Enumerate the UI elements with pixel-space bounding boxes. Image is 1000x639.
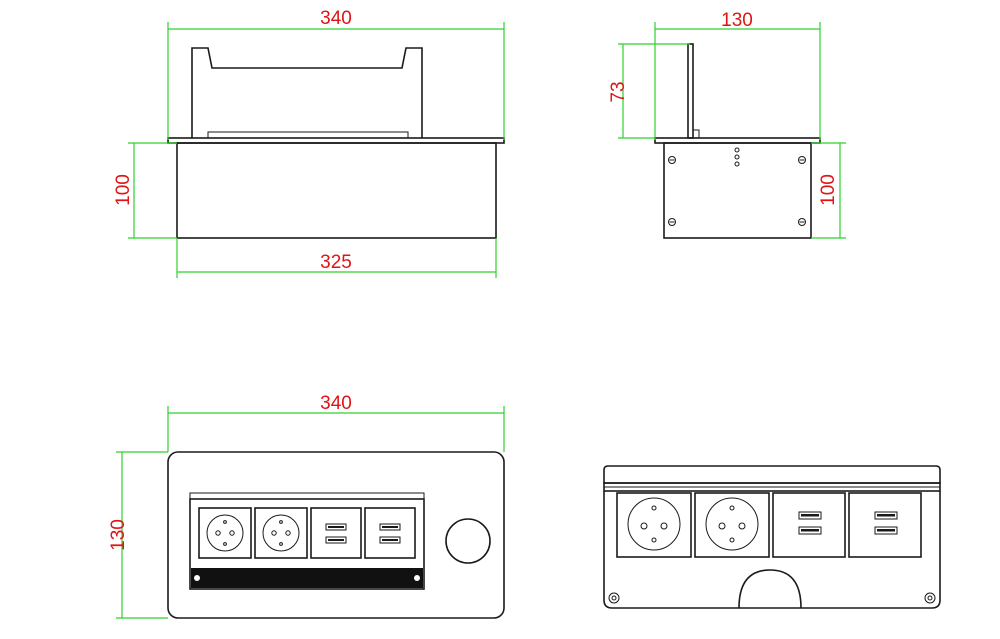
detail-cable-arch: [738, 569, 802, 609]
side-dim-73-label: 73: [608, 81, 629, 102]
top-socket-frame: [189, 498, 425, 590]
side-view: 130 73 100: [608, 10, 846, 239]
top-dim-130: 130: [108, 451, 168, 619]
front-lid-hinge: [207, 131, 409, 139]
detail-screw-right: [924, 592, 936, 604]
top-push-button: [445, 518, 491, 564]
front-dim-325-label: 325: [320, 252, 352, 273]
top-schuko-socket-2: [254, 507, 308, 559]
front-dim-340-label: 340: [320, 8, 352, 29]
detail-view: [603, 465, 941, 609]
detail-cover: [603, 465, 941, 484]
top-cable-strip: [191, 568, 423, 588]
top-view: 340 130: [108, 393, 505, 619]
front-dim-325: 325: [176, 238, 497, 278]
front-view: 340 100 325: [113, 8, 505, 278]
side-screws: [668, 156, 806, 226]
side-vent-holes: [734, 147, 740, 167]
detail-schuko-socket-2: [694, 492, 770, 558]
top-dim-130-label: 130: [108, 519, 129, 551]
front-body: [176, 142, 497, 239]
detail-usb-module-2: [848, 492, 922, 558]
top-schuko-socket-1: [198, 507, 252, 559]
top-strip-screw-left: [194, 575, 200, 581]
detail-schuko-socket-1: [616, 492, 692, 558]
top-lid-rail: [189, 492, 425, 500]
side-lid-panel: [687, 43, 694, 139]
top-usb-module-1: [310, 507, 362, 559]
front-dim-100-label: 100: [113, 174, 134, 206]
top-strip-screw-right: [414, 575, 420, 581]
side-dim-130-label: 130: [721, 10, 753, 31]
side-dim-100: 100: [811, 142, 846, 239]
detail-housing: [603, 491, 941, 609]
detail-screw-left: [608, 592, 620, 604]
front-lid-panel: [191, 47, 423, 138]
side-body: [663, 142, 812, 239]
side-dim-73: 73: [608, 43, 690, 139]
top-usb-module-2: [364, 507, 416, 559]
top-dim-340-label: 340: [320, 393, 352, 414]
front-dim-340: 340: [167, 8, 505, 140]
side-dim-130: 130: [654, 10, 821, 140]
detail-usb-module-1: [772, 492, 846, 558]
side-dim-100-label: 100: [818, 174, 839, 206]
top-dim-340: 340: [167, 393, 505, 452]
top-outer-plate: [167, 451, 505, 619]
front-dim-100: 100: [113, 142, 177, 239]
side-lid-hinge: [692, 129, 700, 139]
